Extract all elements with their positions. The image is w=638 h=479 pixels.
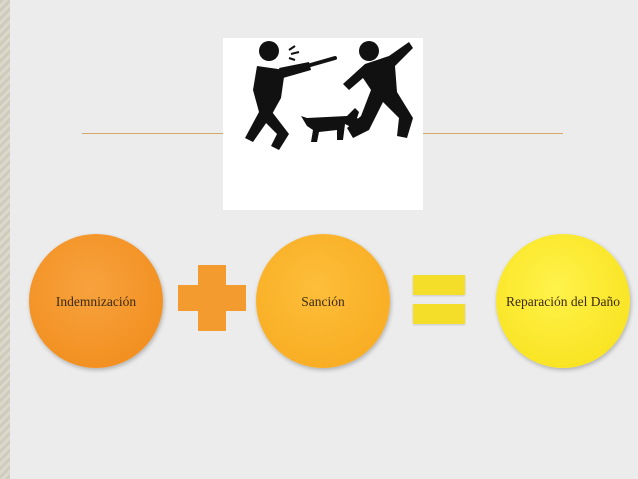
circle-label: Reparación del Daño [506, 293, 620, 309]
decorative-left-border [0, 0, 10, 479]
equals-sign-top [413, 275, 465, 295]
pictogram-image [223, 38, 423, 210]
stick-figures-fight-icon [245, 41, 413, 150]
plus-sign-horizontal [178, 285, 246, 311]
equals-sign-bottom [413, 304, 465, 324]
circle-indemnizacion: Indemnización [29, 234, 163, 368]
circle-reparacion-del-dano: Reparación del Daño [496, 234, 630, 368]
circle-label: Indemnización [55, 293, 137, 309]
slide: Indemnización Sanción Reparación del Dañ… [10, 0, 638, 479]
circle-label: Sanción [301, 293, 345, 309]
circle-sancion: Sanción [256, 234, 390, 368]
accent-line-right [415, 133, 563, 134]
accent-line-left [82, 133, 223, 134]
